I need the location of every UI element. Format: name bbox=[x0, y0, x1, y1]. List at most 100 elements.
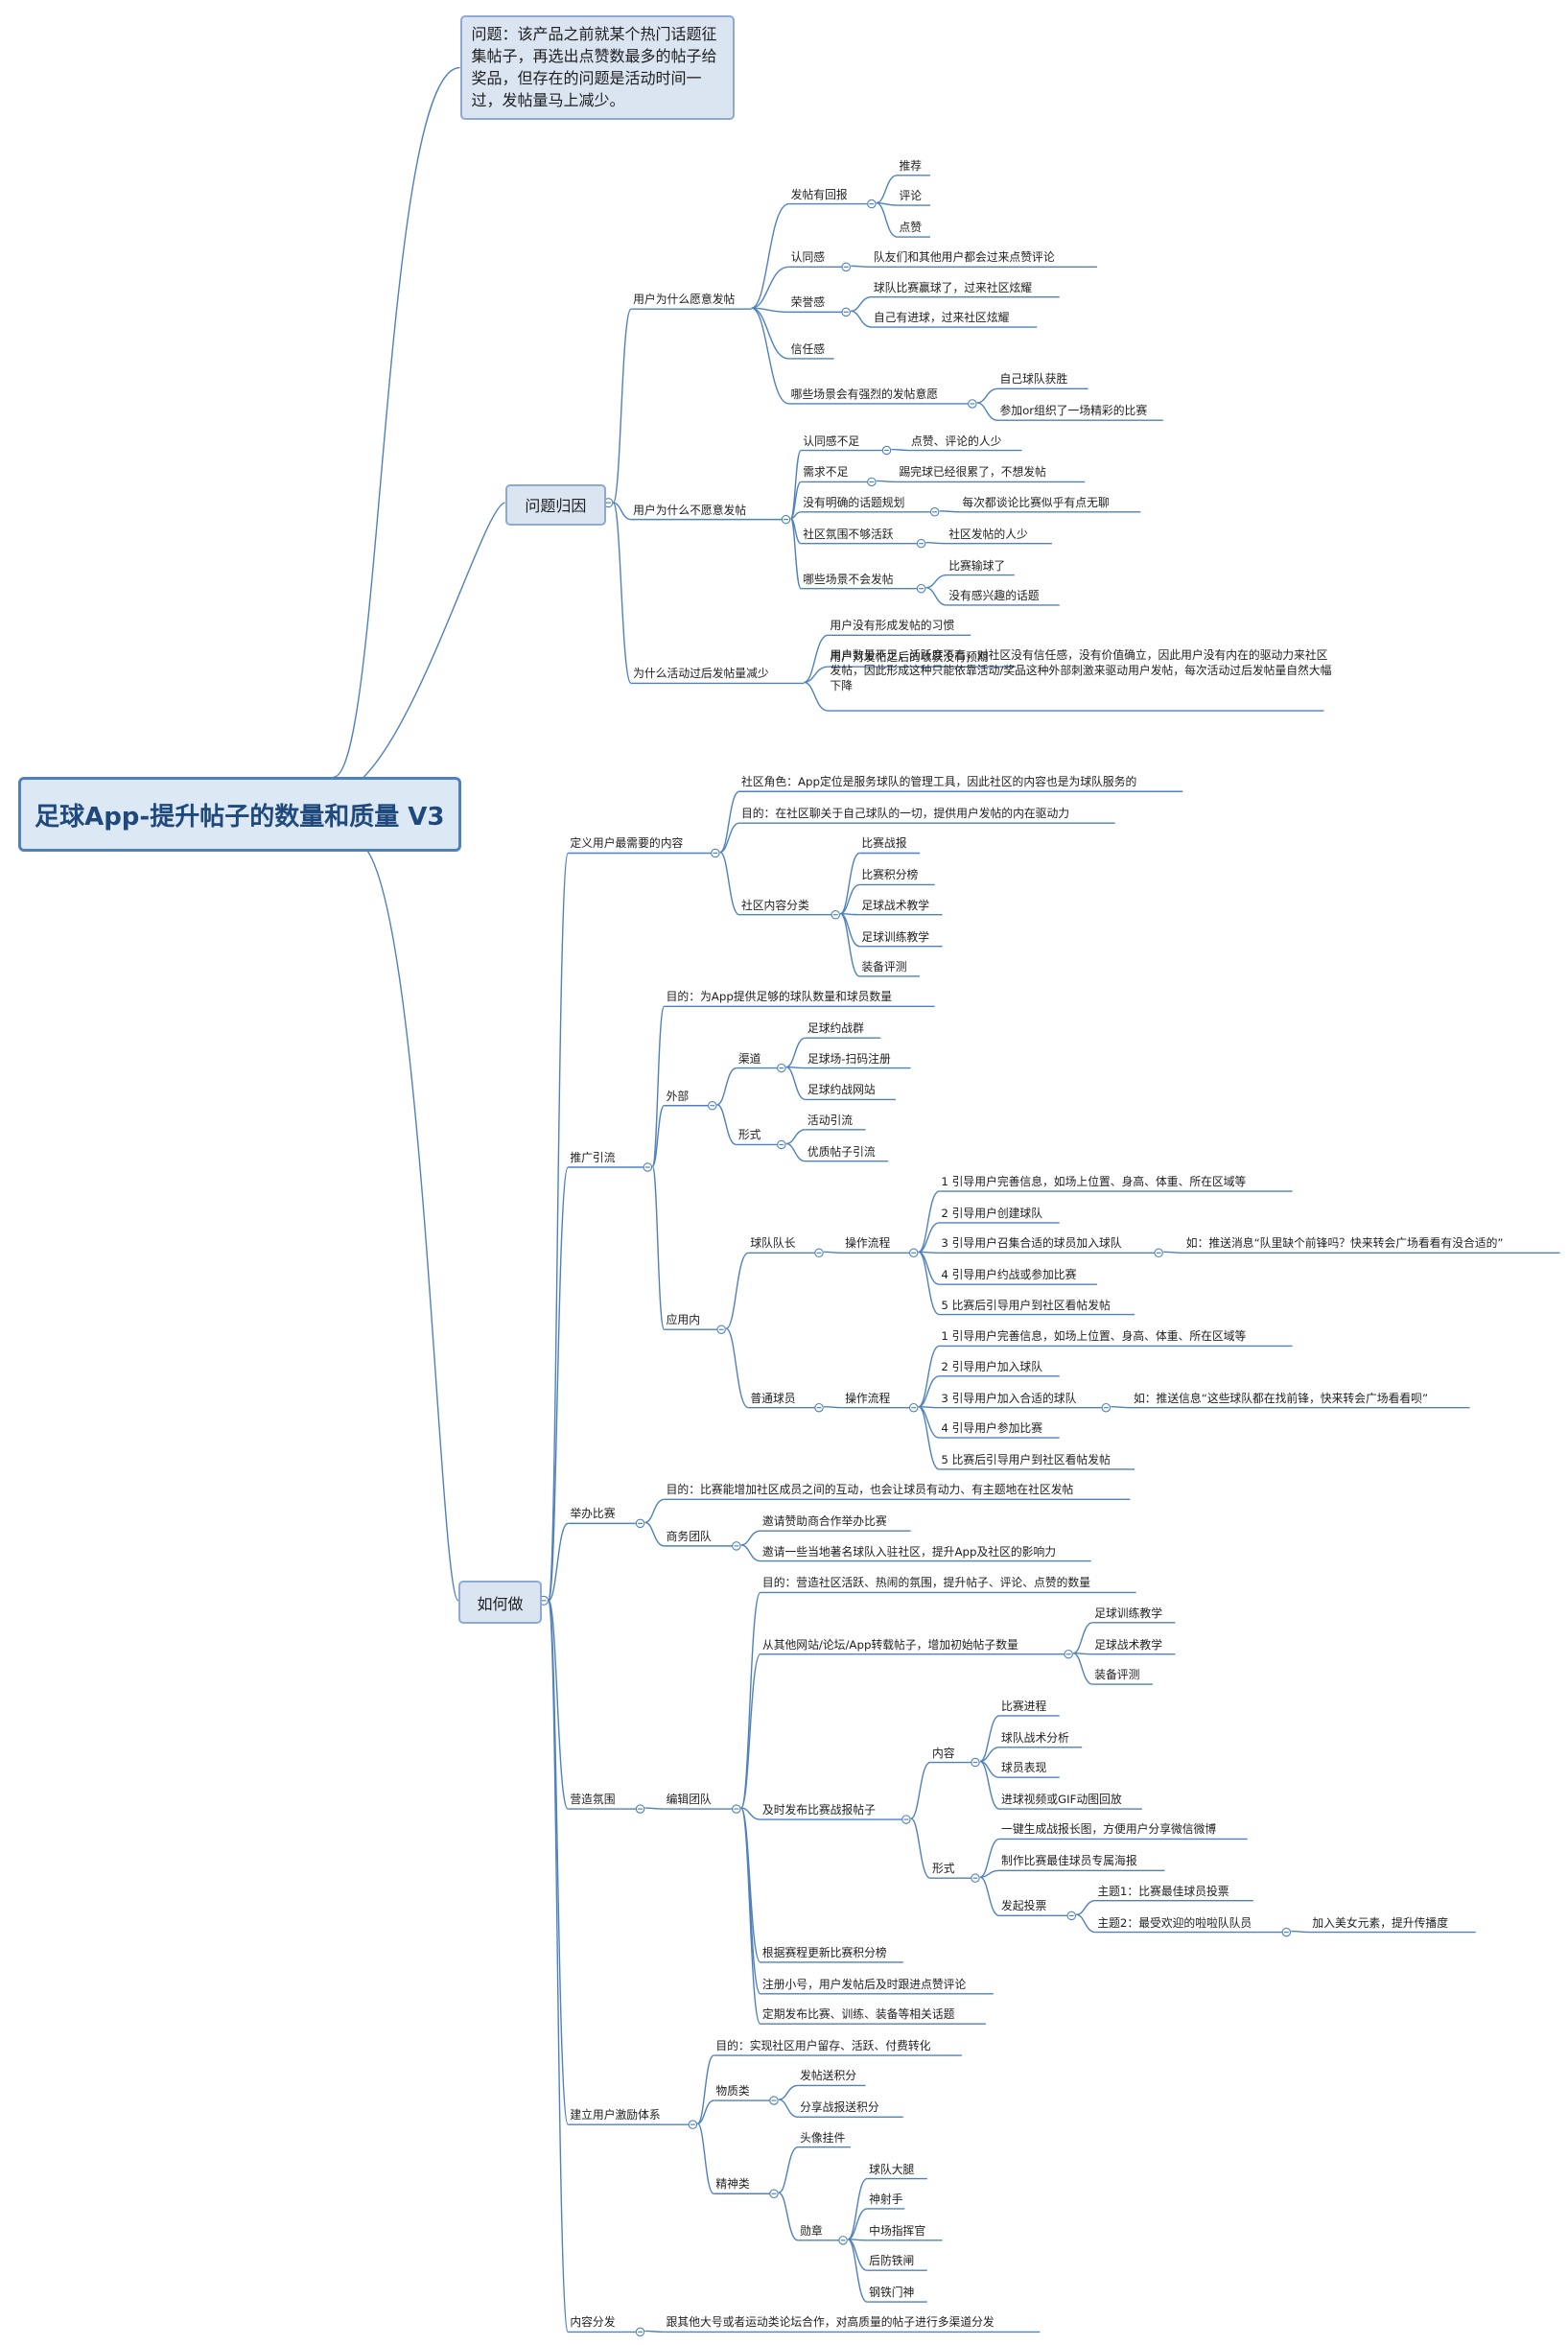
node-g1c1b[interactable]: 球队战术分析 bbox=[1001, 1730, 1069, 1745]
node-e2b2[interactable]: 优质帖子引流 bbox=[807, 1144, 876, 1159]
node-g1c2c1[interactable]: 主题1：比赛最佳球员投票 bbox=[1097, 1884, 1229, 1898]
node-c[interactable]: 为什么活动过后发帖量减少 bbox=[633, 667, 769, 681]
node-h3b4[interactable]: 后防铁闸 bbox=[869, 2254, 915, 2268]
node-f2[interactable]: 商务团队 bbox=[666, 1529, 712, 1543]
node-c2[interactable]: 用户对发帖之后的收获没有预期 bbox=[830, 650, 989, 665]
node-e2a3[interactable]: 足球约战网站 bbox=[807, 1083, 876, 1097]
node-e1[interactable]: 目的：为App提供足够的球队数量和球员数量 bbox=[666, 990, 893, 1004]
node-a[interactable]: 用户为什么愿意发帖 bbox=[633, 293, 736, 307]
node-a3a[interactable]: 球队比赛赢球了，过来社区炫耀 bbox=[873, 280, 1033, 294]
node-e3a4[interactable]: 4 引导用户约战或参加比赛 bbox=[941, 1268, 1077, 1282]
main-topic-2[interactable]: 如何做 bbox=[457, 1581, 542, 1625]
node-b2a[interactable]: 踢完球已经很累了，不想发帖 bbox=[899, 465, 1046, 480]
node-f2b[interactable]: 邀请一些当地著名球队入驻社区，提升App及社区的影响力 bbox=[761, 1544, 1057, 1559]
node-b3[interactable]: 没有明确的话题规划 bbox=[803, 495, 905, 509]
node-b5[interactable]: 哪些场景不会发帖 bbox=[803, 572, 894, 586]
node-e3b1[interactable]: 1 引导用户完善信息，如场上位置、身高、体重、所在区域等 bbox=[941, 1329, 1247, 1344]
node-g1d[interactable]: 根据赛程更新比赛积分榜 bbox=[761, 1945, 887, 1959]
node-g1b1[interactable]: 足球训练教学 bbox=[1094, 1606, 1162, 1620]
node-d3a[interactable]: 比赛战报 bbox=[861, 836, 907, 851]
node-g1c1c[interactable]: 球员表现 bbox=[1001, 1761, 1047, 1775]
node-a3b[interactable]: 自己有进球，过来社区炫耀 bbox=[873, 311, 1010, 325]
node-e3b3x[interactable]: 如：推送信息“这些球队都在找前锋，快来转会广场看看呗” bbox=[1133, 1391, 1429, 1405]
node-e3a2[interactable]: 2 引导用户创建球队 bbox=[941, 1206, 1043, 1220]
central-topic[interactable]: 足球App-提升帖子的数量和质量 V3 bbox=[17, 777, 461, 853]
node-b[interactable]: 用户为什么不愿意发帖 bbox=[633, 503, 747, 517]
node-h3b2[interactable]: 神射手 bbox=[869, 2192, 903, 2206]
node-b5b[interactable]: 没有感兴趣的话题 bbox=[948, 588, 1040, 602]
node-e3b0[interactable]: 操作流程 bbox=[845, 1391, 891, 1405]
node-e3b4[interactable]: 4 引导用户参加比赛 bbox=[941, 1421, 1043, 1436]
node-a5a[interactable]: 自己球队获胜 bbox=[999, 372, 1068, 387]
node-h1[interactable]: 目的：实现社区用户留存、活跃、付费转化 bbox=[715, 2039, 931, 2053]
node-a3[interactable]: 荣誉感 bbox=[790, 295, 826, 310]
node-h3a[interactable]: 头像挂件 bbox=[800, 2130, 846, 2145]
node-a1b[interactable]: 评论 bbox=[899, 189, 923, 203]
node-e3b3[interactable]: 3 引导用户加入合适的球队 bbox=[941, 1391, 1077, 1405]
node-g1a[interactable]: 目的：营造社区活跃、热闹的氛围，提升帖子、评论、点赞的数量 bbox=[761, 1576, 1091, 1590]
node-g1c2b[interactable]: 制作比赛最佳球员专属海报 bbox=[1001, 1854, 1137, 1868]
node-d2[interactable]: 目的：在社区聊关于自己球队的一切，提供用户发帖的内在驱动力 bbox=[740, 807, 1070, 821]
node-e3a3x[interactable]: 如：推送消息“队里缺个前锋吗？快来转会广场看看有没合适的” bbox=[1185, 1236, 1504, 1251]
node-e2b[interactable]: 形式 bbox=[737, 1128, 761, 1142]
node-e2b1[interactable]: 活动引流 bbox=[807, 1113, 854, 1127]
node-f1[interactable]: 目的：比赛能增加社区成员之间的互动，也会让球员有动力、有主题地在社区发帖 bbox=[666, 1483, 1074, 1497]
collapse-toggles[interactable] bbox=[538, 199, 1292, 2337]
node-d3d[interactable]: 足球训练教学 bbox=[861, 929, 930, 944]
node-d3c[interactable]: 足球战术教学 bbox=[861, 898, 930, 912]
node-a2a[interactable]: 队友们和其他用户都会过来点赞评论 bbox=[873, 250, 1055, 265]
node-g1b3[interactable]: 装备评测 bbox=[1094, 1668, 1140, 1682]
node-a5[interactable]: 哪些场景会有强烈的发帖意愿 bbox=[790, 387, 939, 401]
node-i[interactable]: 内容分发 bbox=[570, 2315, 616, 2330]
node-b1a[interactable]: 点赞、评论的人少 bbox=[911, 434, 1002, 448]
node-b4[interactable]: 社区氛围不够活跃 bbox=[803, 527, 894, 541]
node-g1b[interactable]: 从其他网站/论坛/App转载帖子，增加初始帖子数量 bbox=[761, 1637, 1018, 1652]
node-g1c1[interactable]: 内容 bbox=[931, 1746, 955, 1760]
node-h2a[interactable]: 发帖送积分 bbox=[800, 2069, 857, 2083]
node-e3b2[interactable]: 2 引导用户加入球队 bbox=[941, 1359, 1043, 1373]
node-g1c2[interactable]: 形式 bbox=[931, 1862, 955, 1876]
main-topic-1[interactable]: 问题归因 bbox=[504, 483, 607, 526]
node-c3[interactable]: 用户数量不足，活跃度不高，对社区没有信任感，没有价值确立，因此用户没有内在的驱动… bbox=[830, 648, 1332, 693]
node-e3a1[interactable]: 1 引导用户完善信息，如场上位置、身高、体重、所在区域等 bbox=[941, 1175, 1247, 1189]
node-e2a[interactable]: 渠道 bbox=[737, 1051, 761, 1066]
node-d3[interactable]: 社区内容分类 bbox=[740, 898, 809, 912]
node-g[interactable]: 营造氛围 bbox=[570, 1793, 616, 1807]
node-a1c[interactable]: 点赞 bbox=[899, 221, 923, 235]
node-a1a[interactable]: 推荐 bbox=[899, 158, 923, 173]
node-g1c2a[interactable]: 一键生成战报长图，方便用户分享微信微博 bbox=[1001, 1822, 1217, 1837]
node-g1c2c2[interactable]: 主题2：最受欢迎的啦啦队队员 bbox=[1097, 1915, 1252, 1930]
node-e2[interactable]: 外部 bbox=[666, 1089, 690, 1103]
node-f[interactable]: 举办比赛 bbox=[570, 1507, 616, 1521]
node-d1[interactable]: 社区角色：App定位是服务球队的管理工具，因此社区的内容也是为球队服务的 bbox=[740, 775, 1137, 789]
node-h3b[interactable]: 勋章 bbox=[800, 2223, 823, 2238]
node-d[interactable]: 定义用户最需要的内容 bbox=[570, 836, 684, 851]
node-c1[interactable]: 用户没有形成发帖的习惯 bbox=[830, 619, 955, 633]
node-e2a1[interactable]: 足球约战群 bbox=[807, 1021, 864, 1036]
node-g1c1d[interactable]: 进球视频或GIF动图回放 bbox=[1001, 1793, 1122, 1807]
node-g1c1a[interactable]: 比赛进程 bbox=[1001, 1699, 1047, 1713]
node-d3e[interactable]: 装备评测 bbox=[861, 959, 907, 973]
node-h3[interactable]: 精神类 bbox=[715, 2177, 750, 2192]
node-h3b1[interactable]: 球队大腿 bbox=[869, 2162, 915, 2176]
node-e[interactable]: 推广引流 bbox=[570, 1150, 616, 1164]
node-b5a[interactable]: 比赛输球了 bbox=[948, 558, 1006, 573]
node-e2a2[interactable]: 足球场-扫码注册 bbox=[807, 1051, 891, 1066]
node-b2[interactable]: 需求不足 bbox=[803, 465, 849, 480]
node-i1[interactable]: 跟其他大号或者运动类论坛合作，对高质量的帖子进行多渠道分发 bbox=[666, 2315, 995, 2330]
node-h[interactable]: 建立用户激励体系 bbox=[570, 2108, 661, 2122]
node-b4a[interactable]: 社区发帖的人少 bbox=[948, 527, 1028, 541]
node-e3[interactable]: 应用内 bbox=[666, 1313, 701, 1327]
node-h3b5[interactable]: 钢铁门神 bbox=[869, 2286, 915, 2300]
node-d3b[interactable]: 比赛积分榜 bbox=[861, 868, 919, 882]
node-b3a[interactable]: 每次都谈论比赛似乎有点无聊 bbox=[962, 495, 1110, 509]
problem-statement-note[interactable]: 问题：该产品之前就某个热门话题征集帖子，再选出点赞数最多的帖子给奖品，但存在的问… bbox=[459, 14, 736, 121]
node-a1[interactable]: 发帖有回报 bbox=[790, 187, 848, 201]
node-e3a0[interactable]: 操作流程 bbox=[845, 1236, 891, 1251]
node-g1c2c2x[interactable]: 加入美女元素，提升传播度 bbox=[1312, 1915, 1448, 1930]
node-g1f[interactable]: 定期发布比赛、训练、装备等相关话题 bbox=[761, 2007, 955, 2022]
node-h2b[interactable]: 分享战报送积分 bbox=[800, 2100, 879, 2115]
node-g1e[interactable]: 注册小号，用户发帖后及时跟进点赞评论 bbox=[761, 1977, 967, 1991]
node-f2a[interactable]: 邀请赞助商合作举办比赛 bbox=[761, 1514, 887, 1529]
node-e3a5[interactable]: 5 比赛后引导用户到社区看帖发帖 bbox=[941, 1298, 1111, 1312]
